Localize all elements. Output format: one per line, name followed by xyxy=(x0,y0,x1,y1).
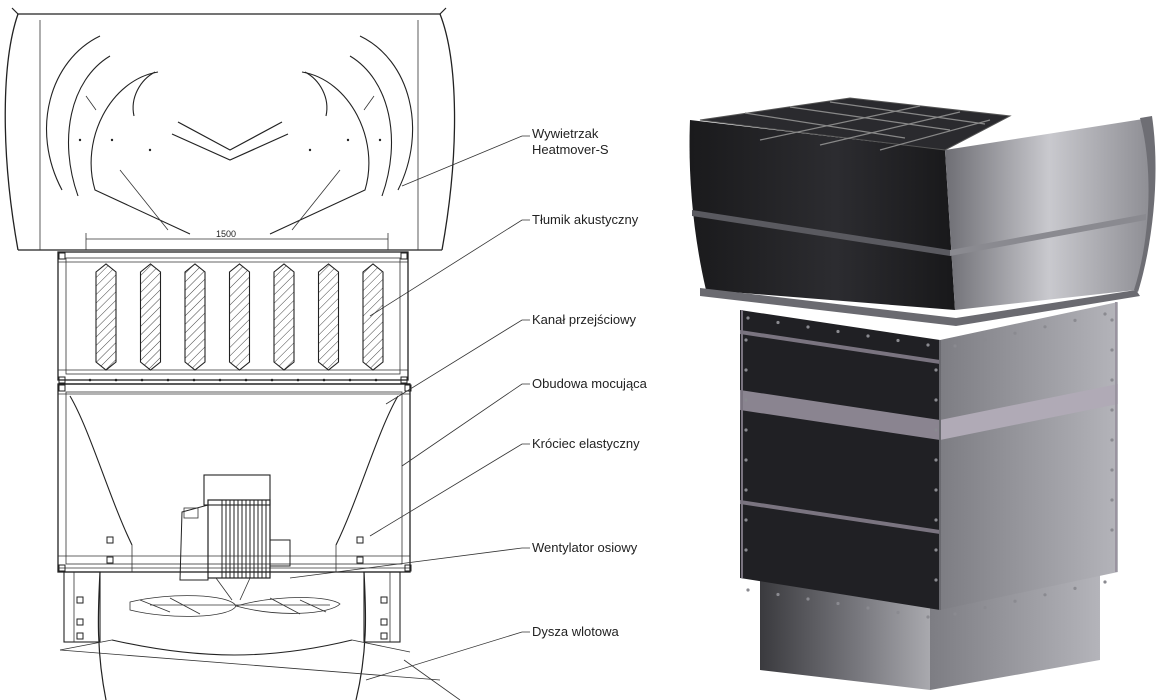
technical-drawing: 1500 xyxy=(4,7,648,700)
inlet-nozzle xyxy=(59,571,461,700)
dimension-1500: 1500 xyxy=(85,229,389,250)
axial-fan-motor xyxy=(129,474,341,617)
heatmover-hood xyxy=(4,7,456,251)
callout-leaders xyxy=(289,135,530,681)
label-wentylator: Wentylator osiowy xyxy=(532,540,638,555)
silencer-baffle xyxy=(273,263,295,371)
label-obudowa: Obudowa mocująca xyxy=(532,376,648,391)
label-wywietrzak: Wywietrzak Heatmover-S xyxy=(532,126,609,157)
dimension-text: 1500 xyxy=(216,229,236,239)
callout-labels: Wywietrzak Heatmover-S Tłumik akustyczny… xyxy=(532,126,648,639)
silencer-baffle xyxy=(228,263,251,371)
product-render xyxy=(689,97,1156,690)
silencer-baffle xyxy=(95,263,117,371)
label-krociec: Króciec elastyczny xyxy=(532,436,640,451)
frame-bolts xyxy=(58,252,412,640)
label-kanal: Kanał przejściowy xyxy=(532,312,637,327)
label-tlumik: Tłumik akustyczny xyxy=(532,212,639,227)
silencer-baffle xyxy=(184,263,206,371)
render-bolts xyxy=(744,312,1114,619)
acoustic-silencer xyxy=(57,251,409,381)
silencer-baffle xyxy=(362,263,384,371)
render-louvre-grid xyxy=(699,97,1012,151)
label-dysza: Dysza wlotowa xyxy=(532,624,619,639)
render-main-housing xyxy=(740,310,940,610)
silencer-baffle xyxy=(139,263,162,371)
silencer-baffle xyxy=(317,263,340,371)
render-hood xyxy=(689,120,955,310)
